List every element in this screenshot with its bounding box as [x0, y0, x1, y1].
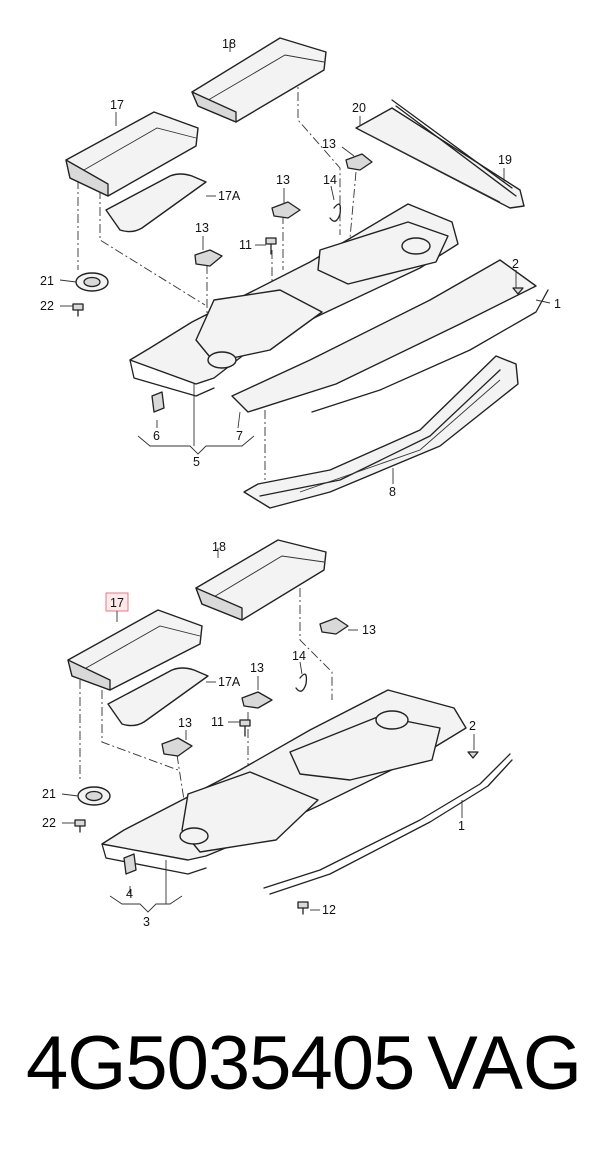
- callout-22: 22: [42, 816, 56, 830]
- callout-13: 13: [362, 623, 376, 637]
- part-22-screw: [72, 303, 84, 317]
- part-8-blind-frame: [243, 355, 519, 509]
- part-11-screw: [239, 719, 251, 737]
- part-6-clip: [151, 391, 165, 413]
- part-21-speaker: [75, 272, 109, 292]
- part-17-cover: [67, 609, 203, 691]
- callout-3: 3: [143, 915, 150, 929]
- part-4-clip: [123, 853, 137, 875]
- part-17-cover: [65, 111, 199, 197]
- callout-14: 14: [323, 173, 337, 187]
- callout-17-highlighted: 17: [110, 596, 124, 610]
- part-number: 4G5035405: [26, 1021, 415, 1106]
- part-2-rivet: [467, 751, 479, 759]
- part-14-hook: [295, 673, 308, 692]
- upper-assembly: 17 17A 18 13 20 19 14 13 13 11 21 22 2 1…: [40, 37, 561, 509]
- part-11-screw: [265, 237, 277, 255]
- callout-20: 20: [352, 101, 366, 115]
- callout-13: 13: [178, 716, 192, 730]
- part-17a-pad: [107, 667, 209, 727]
- callout-13: 13: [250, 661, 264, 675]
- callout-8: 8: [389, 485, 396, 499]
- callout-11: 11: [239, 238, 252, 252]
- callout-22: 22: [40, 299, 54, 313]
- callout-13: 13: [276, 173, 290, 187]
- callout-5: 5: [193, 455, 200, 469]
- callout-12: 12: [322, 903, 336, 917]
- part-19-20-strips: [355, 99, 525, 209]
- part-12-screw: [297, 901, 309, 915]
- exploded-parts-diagram: 17 17A 18 13 20 19 14 13 13 11 21 22 2 1…: [40, 37, 561, 929]
- callout-18: 18: [222, 37, 236, 51]
- part-number-footer: 4G5035405 VAG: [0, 1018, 600, 1128]
- part-1-strip: [231, 259, 549, 413]
- part-18-cover: [191, 37, 327, 123]
- callout-2: 2: [512, 257, 519, 271]
- part-22-screw: [74, 819, 86, 833]
- callout-7: 7: [236, 429, 243, 443]
- part-5-parcel-shelf: [129, 203, 459, 397]
- callout-1: 1: [554, 297, 561, 311]
- callout-13: 13: [322, 137, 336, 151]
- part-18-cover: [195, 539, 327, 621]
- part-2-rivet: [512, 287, 524, 295]
- callout-17a: 17A: [218, 189, 241, 203]
- callout-17a: 17A: [218, 675, 241, 689]
- brand-label: VAG: [427, 1021, 582, 1106]
- callout-6: 6: [153, 429, 160, 443]
- callout-13: 13: [195, 221, 209, 235]
- callout-21: 21: [40, 274, 54, 288]
- callout-21: 21: [42, 787, 56, 801]
- part-13-clips: [194, 153, 373, 267]
- part-13-clips: [161, 617, 349, 757]
- callout-14: 14: [292, 649, 306, 663]
- callout-17: 17: [110, 98, 124, 112]
- callout-19: 19: [498, 153, 512, 167]
- callout-4: 4: [126, 887, 133, 901]
- part-21-speaker: [77, 786, 111, 806]
- part-14-hook: [329, 203, 342, 222]
- part-17a-pad: [105, 173, 207, 233]
- callout-2: 2: [469, 719, 476, 733]
- part-3-parcel-shelf: [101, 689, 467, 875]
- callout-1: 1: [458, 819, 465, 833]
- part-1-strip: [263, 753, 513, 895]
- callout-18: 18: [212, 540, 226, 554]
- lower-assembly: 17 17A 18 13 14 13 13 11 21 22 2 1 12 4 …: [42, 539, 513, 929]
- callout-11: 11: [211, 715, 224, 729]
